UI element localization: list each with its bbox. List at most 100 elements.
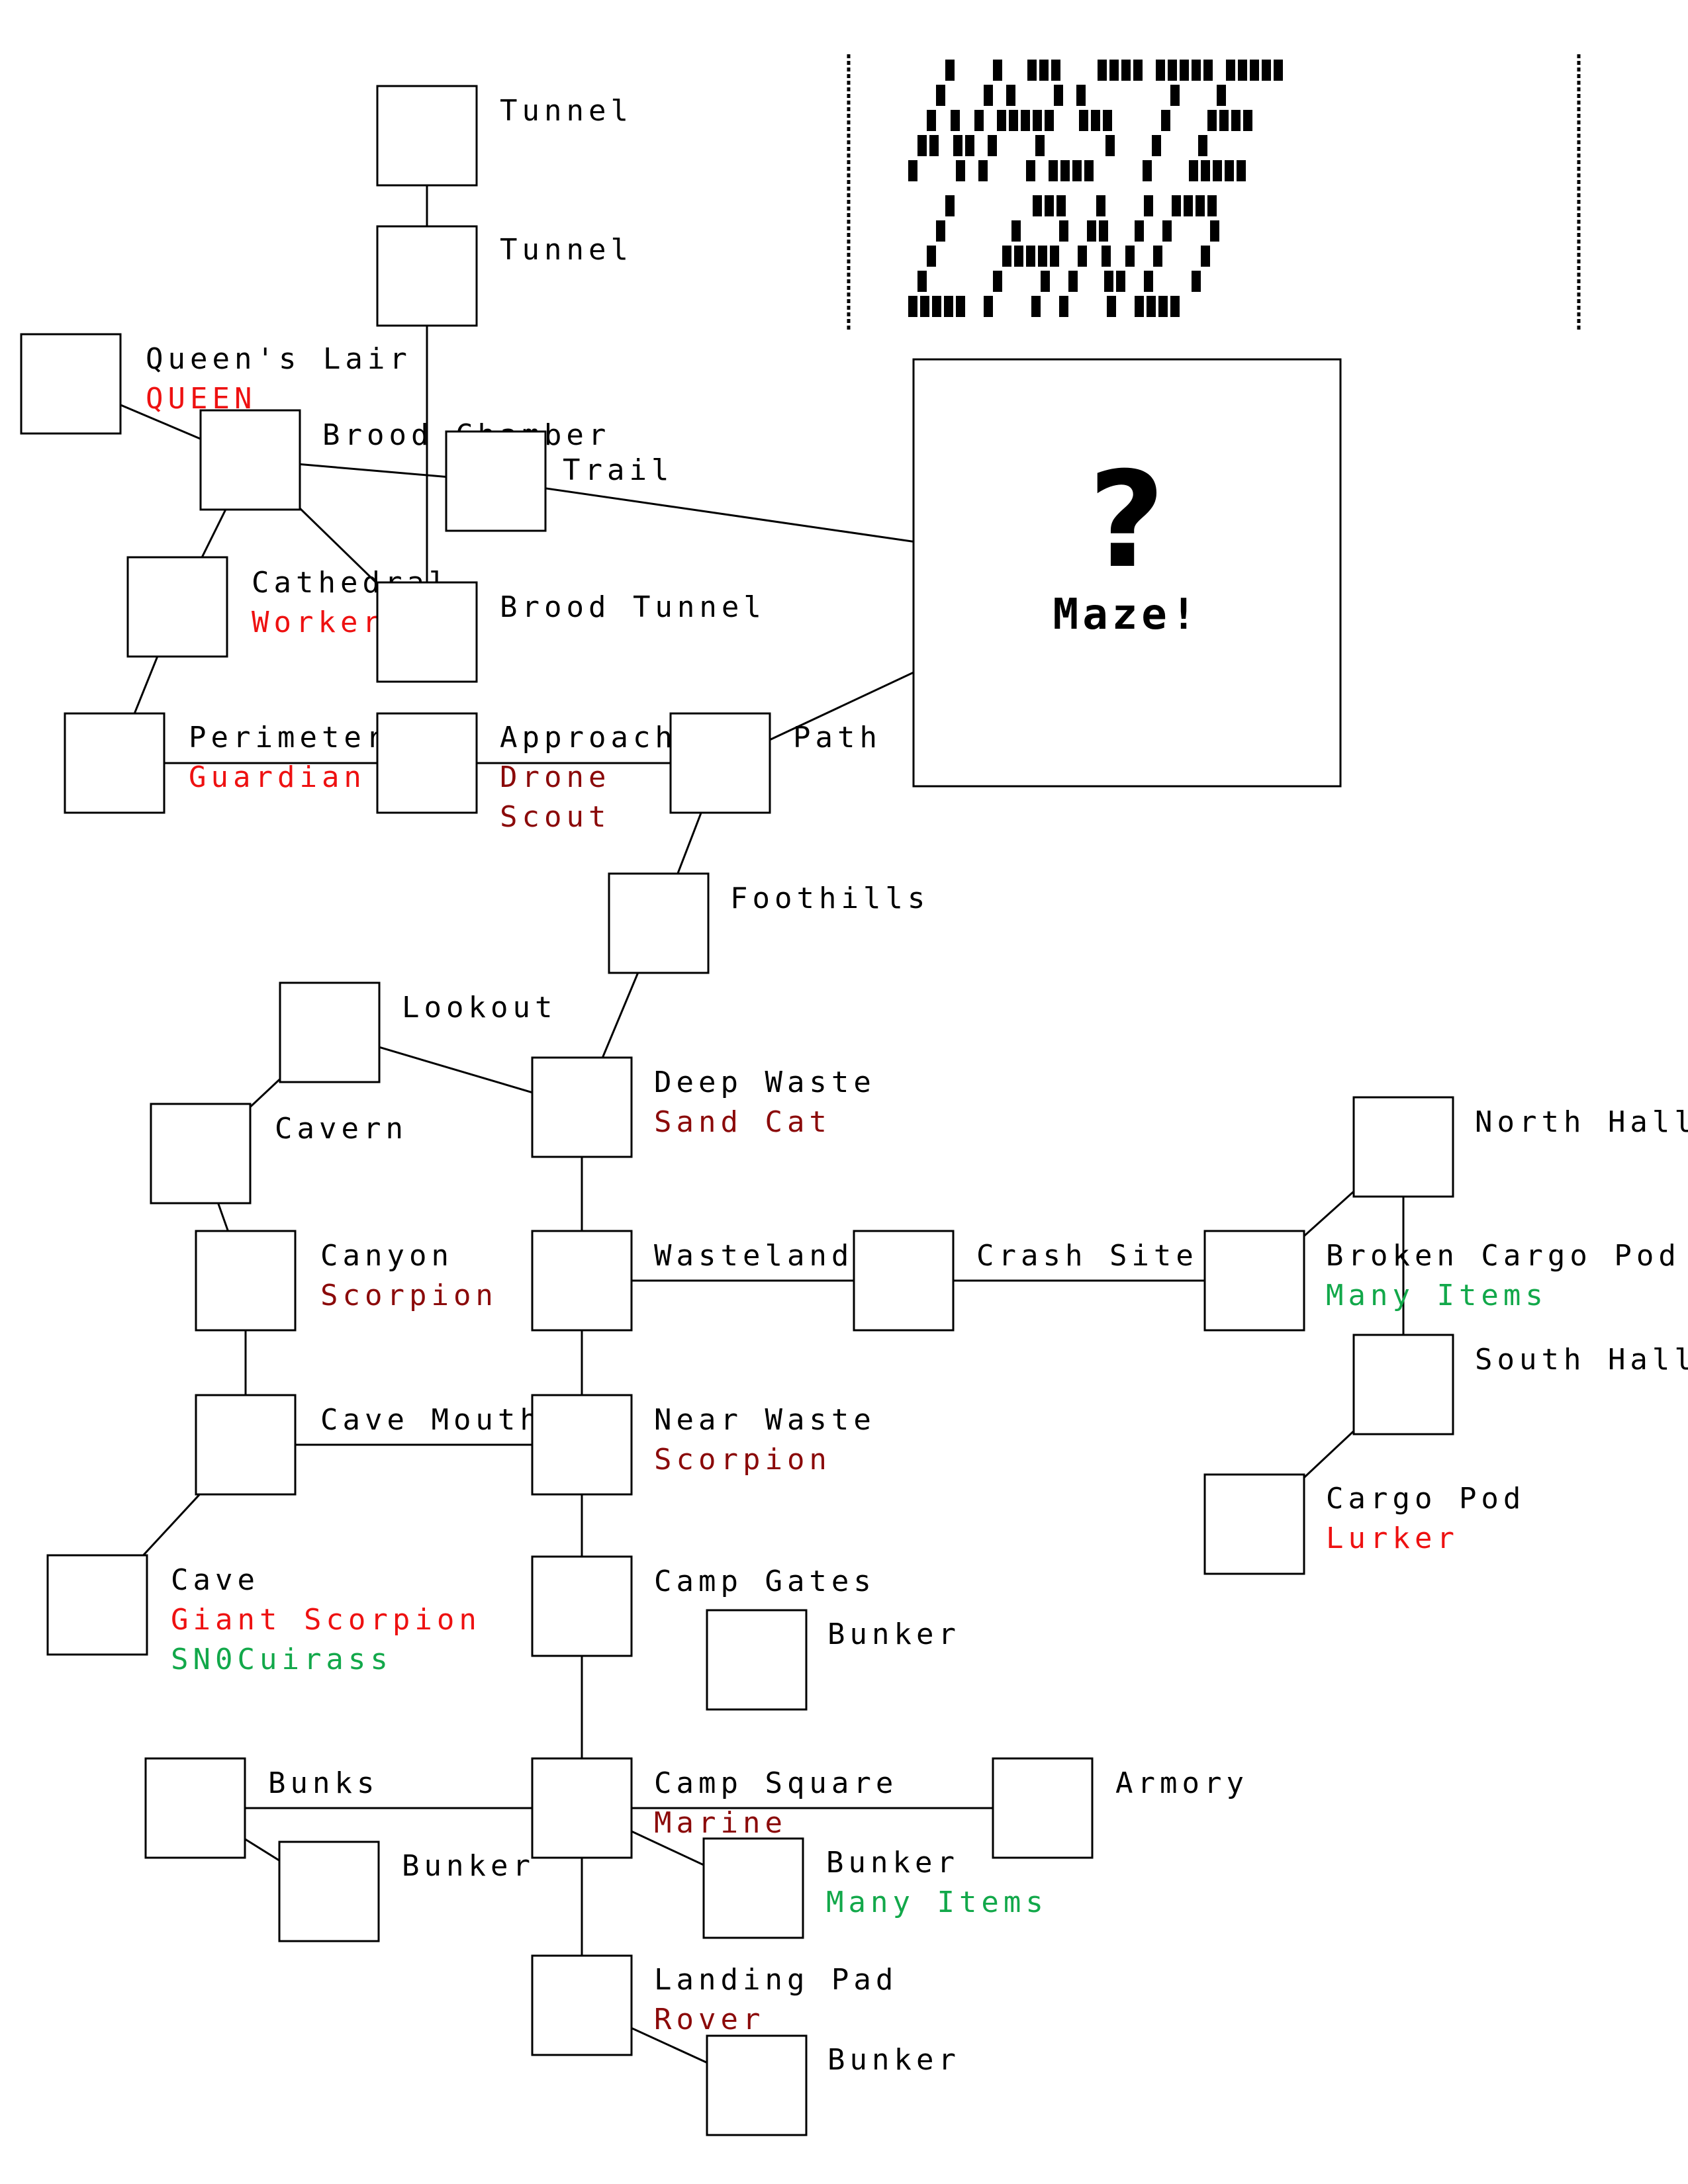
room-name: Tunnel (500, 94, 633, 128)
room-creature: Scout (500, 800, 610, 834)
logo-dot (1068, 271, 1078, 292)
room-box[interactable] (608, 872, 710, 974)
room-box[interactable] (150, 1103, 252, 1205)
room-box[interactable] (706, 2034, 808, 2136)
room-north-hall[interactable]: North Hall (1352, 1096, 1688, 1198)
room-box[interactable] (531, 1394, 633, 1496)
room-name: Brood Tunnel (500, 590, 766, 624)
room-box[interactable] (445, 430, 547, 532)
logo-dot (1207, 195, 1217, 216)
room-crash-site[interactable]: Crash Site (853, 1230, 1198, 1332)
room-foothills[interactable]: Foothills (608, 872, 929, 974)
logo-dot (1262, 60, 1271, 81)
logo-dot (956, 296, 965, 317)
room-box[interactable] (1203, 1473, 1305, 1575)
room-box[interactable] (1203, 1230, 1305, 1332)
logo-dot (1072, 160, 1082, 181)
room-box[interactable] (20, 333, 122, 435)
room-name: South Hall (1475, 1343, 1688, 1377)
room-name: Bunker (827, 1617, 961, 1651)
room-brood-tunnel[interactable]: Brood Tunnel (376, 581, 766, 683)
room-box[interactable] (126, 556, 228, 658)
logo-dot (1161, 110, 1170, 131)
room-box[interactable] (199, 409, 301, 511)
logo-dot (1217, 85, 1226, 106)
logo-dot (1238, 60, 1247, 81)
room-box[interactable] (1352, 1334, 1454, 1435)
maze-box[interactable] (912, 358, 1342, 788)
room-name: Camp Square (654, 1766, 898, 1800)
logo-dot (1274, 60, 1283, 81)
room-box[interactable] (376, 581, 478, 683)
room-cavern[interactable]: Cavern (150, 1103, 408, 1205)
room-bunker-bunks[interactable]: Bunker (278, 1841, 535, 1942)
room-box[interactable] (376, 712, 478, 814)
logo-dot (978, 160, 988, 181)
room-tunnel-2[interactable]: Tunnel (376, 225, 633, 327)
room-box[interactable] (195, 1394, 297, 1496)
logo-dot (1192, 271, 1201, 292)
room-box[interactable] (706, 1609, 808, 1711)
room-box[interactable] (531, 1555, 633, 1657)
room-box[interactable] (531, 1954, 633, 2056)
room-trail[interactable]: Trail (445, 430, 673, 532)
room-camp-gates[interactable]: Camp Gates (531, 1555, 876, 1657)
room-box[interactable] (531, 1757, 633, 1859)
room-box[interactable] (279, 981, 381, 1083)
room-wasteland[interactable]: Wasteland (531, 1230, 853, 1332)
room-south-hall[interactable]: South Hall (1352, 1334, 1688, 1435)
room-name: Perimeter (189, 721, 388, 754)
logo-dot (988, 135, 997, 156)
logo-dot (1051, 60, 1060, 81)
room-box[interactable] (376, 225, 478, 327)
logo-dot (1201, 246, 1210, 267)
room-name: Cavern (275, 1112, 408, 1146)
room-box[interactable] (853, 1230, 955, 1332)
room-bunker-pad[interactable]: Bunker (706, 2034, 961, 2136)
room-box[interactable] (1352, 1096, 1454, 1198)
room-brood-chamber[interactable]: Brood Chamber (199, 409, 610, 511)
room-box[interactable] (376, 85, 478, 187)
room-box[interactable] (278, 1841, 380, 1942)
logo-dot (1038, 246, 1047, 267)
room-lookout[interactable]: Lookout (279, 981, 557, 1083)
logo-dot (917, 271, 927, 292)
room-tunnel-1[interactable]: Tunnel (376, 85, 633, 187)
room-box[interactable] (531, 1230, 633, 1332)
room-armory[interactable]: Armory (992, 1757, 1248, 1859)
maze-block[interactable]: ? Maze! (912, 358, 1342, 788)
room-path[interactable]: Path (669, 712, 882, 814)
logo-dot (1243, 110, 1252, 131)
logo-dot (908, 296, 917, 317)
room-cave-mouth[interactable]: Cave Mouth (195, 1394, 542, 1496)
room-box[interactable] (64, 712, 165, 814)
room-name: Cave Mouth (320, 1403, 542, 1437)
room-box[interactable] (46, 1554, 148, 1656)
room-name: Near Waste (654, 1403, 876, 1437)
room-box[interactable] (531, 1056, 633, 1158)
room-bunker-gates[interactable]: Bunker (706, 1609, 961, 1711)
logo-dot (951, 110, 960, 131)
logo-dot (1104, 271, 1113, 292)
room-box[interactable] (702, 1837, 804, 1939)
room-box[interactable] (195, 1230, 297, 1332)
room-box[interactable] (669, 712, 771, 814)
room-box[interactable] (144, 1757, 246, 1859)
logo-dot (1026, 160, 1035, 181)
maze-label: Maze! (1053, 590, 1201, 639)
room-bunks[interactable]: Bunks (144, 1757, 379, 1859)
room-box[interactable] (992, 1757, 1094, 1859)
